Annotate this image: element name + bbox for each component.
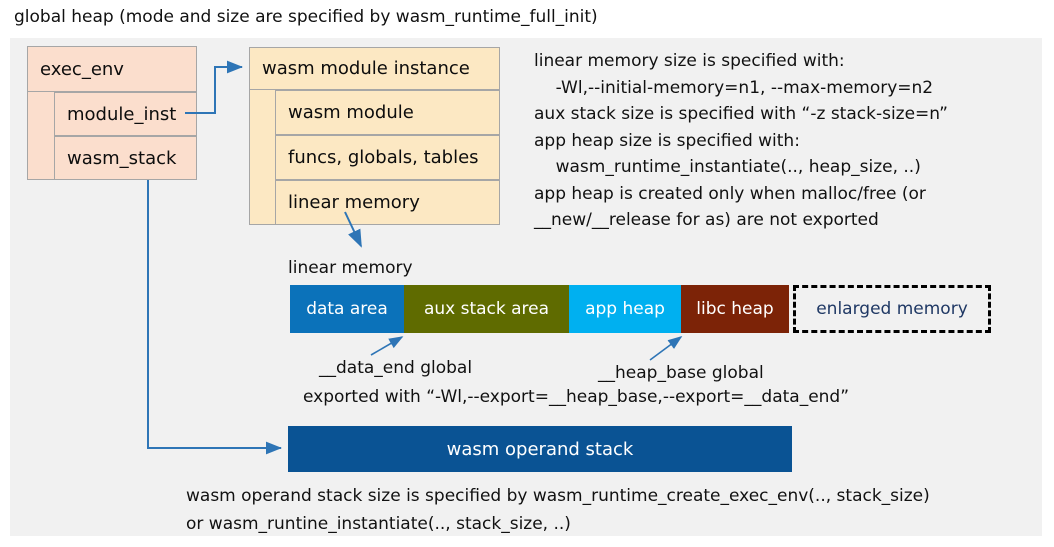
memory-segment-enlarged-memory-label: enlarged memory [816,299,968,319]
annotation-heap-base: __heap_base global [598,363,764,383]
exec-env-title-label: exec_env [40,58,124,80]
memory-segment-aux-stack-area: aux stack area [404,285,569,333]
bottom-note-text: wasm operand stack size is specified by … [186,486,930,534]
linear-memory-bar: data area aux stack area app heap libc h… [290,285,991,333]
exec-env-field-module-inst: module_inst [54,92,197,136]
memory-segment-enlarged-memory: enlarged memory [793,285,991,333]
module-instance-field-funcs-globals-tables-label: funcs, globals, tables [288,147,479,168]
module-instance-title-label: wasm module instance [262,58,470,79]
exec-env-field-wasm-stack-label: wasm_stack [67,147,177,169]
exec-env-title: exec_env [27,46,197,92]
memory-segment-libc-heap-label: libc heap [696,299,774,319]
module-instance-field-funcs-globals-tables: funcs, globals, tables [275,135,500,180]
memory-segment-data-area-label: data area [306,299,388,319]
memory-segment-aux-stack-area-label: aux stack area [423,299,550,319]
module-instance-field-wasm-module-label: wasm module [288,102,414,123]
info-text: linear memory size is specified with: -W… [534,51,948,230]
module-instance-field-linear-memory: linear memory [275,180,500,225]
wasm-operand-stack-bar: wasm operand stack [288,426,792,472]
memory-segment-libc-heap: libc heap [681,285,789,333]
exec-env-field-module-inst-label: module_inst [67,103,177,125]
memory-segment-data-area: data area [290,285,404,333]
page-title: global heap (mode and size are specified… [14,7,598,27]
annotation-data-end: __data_end global [319,358,473,378]
exec-env-field-wasm-stack: wasm_stack [54,136,197,180]
memory-segment-app-heap-label: app heap [585,299,665,319]
annotation-exported-with: exported with “-Wl,--export=__heap_base,… [303,387,850,407]
module-instance-field-wasm-module: wasm module [275,90,500,135]
wasm-operand-stack-label: wasm operand stack [446,438,634,460]
memory-segment-app-heap: app heap [569,285,681,333]
linear-memory-label: linear memory [288,258,413,278]
module-instance-field-linear-memory-label: linear memory [288,192,420,213]
module-instance-title: wasm module instance [249,47,500,90]
